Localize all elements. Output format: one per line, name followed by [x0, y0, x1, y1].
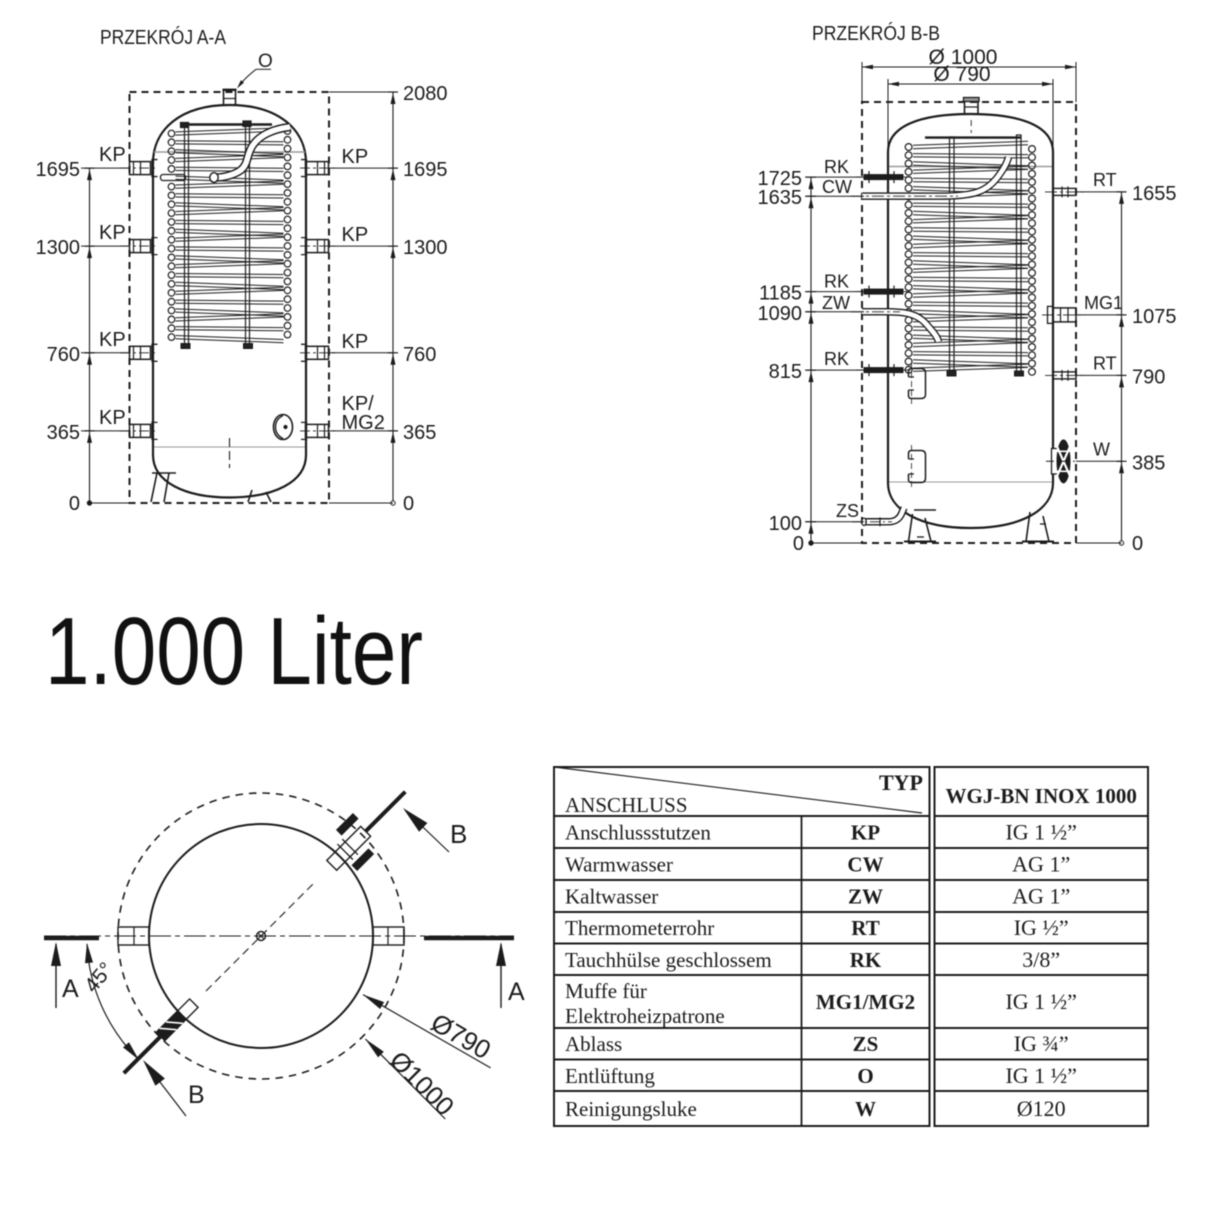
svg-text:AG 1”: AG 1”	[1012, 884, 1070, 909]
svg-text:1695: 1695	[36, 159, 81, 181]
svg-text:MG1: MG1	[1084, 293, 1123, 313]
svg-text:W: W	[855, 1097, 876, 1121]
svg-text:Ø 790: Ø 790	[933, 63, 990, 86]
svg-text:O: O	[857, 1064, 873, 1088]
svg-text:RK: RK	[824, 272, 849, 292]
svg-text:Thermometerrohr: Thermometerrohr	[565, 916, 714, 940]
svg-text:MG2: MG2	[342, 412, 385, 434]
svg-text:KP: KP	[342, 331, 369, 353]
svg-text:2080: 2080	[403, 83, 448, 105]
svg-text:RT: RT	[851, 916, 879, 940]
svg-text:1.000 Liter: 1.000 Liter	[45, 598, 423, 705]
svg-text:ZW: ZW	[848, 885, 883, 909]
svg-text:Muffe für: Muffe für	[565, 979, 647, 1003]
svg-text:KP: KP	[851, 821, 880, 845]
svg-text:815: 815	[769, 361, 802, 383]
svg-text:0: 0	[793, 533, 804, 555]
svg-text:RT: RT	[1093, 170, 1117, 190]
svg-text:RK: RK	[850, 948, 882, 972]
svg-text:KP: KP	[99, 407, 126, 429]
svg-text:1300: 1300	[36, 237, 81, 259]
svg-text:KP/: KP/	[342, 393, 375, 415]
svg-text:760: 760	[47, 344, 80, 366]
svg-text:CW: CW	[822, 177, 852, 197]
svg-text:AG 1”: AG 1”	[1012, 852, 1070, 877]
svg-text:TYP: TYP	[879, 770, 923, 795]
svg-text:Ø 1000: Ø 1000	[929, 46, 998, 69]
svg-text:MG1/MG2: MG1/MG2	[816, 990, 915, 1014]
svg-text:365: 365	[403, 422, 436, 444]
svg-text:1185: 1185	[759, 283, 802, 305]
svg-text:Warmwasser: Warmwasser	[565, 853, 673, 877]
svg-text:ZS: ZS	[853, 1032, 879, 1056]
svg-text:Kaltwasser: Kaltwasser	[565, 885, 658, 909]
svg-text:RT: RT	[1093, 353, 1117, 373]
svg-text:A: A	[508, 978, 525, 1006]
svg-text:KP: KP	[99, 222, 126, 244]
svg-text:1695: 1695	[403, 159, 448, 181]
svg-text:Ablass: Ablass	[565, 1032, 622, 1056]
svg-text:790: 790	[1132, 366, 1165, 388]
svg-text:385: 385	[1132, 452, 1165, 474]
svg-text:365: 365	[47, 422, 80, 444]
svg-text:W: W	[1093, 439, 1110, 459]
svg-text:WGJ-BN INOX 1000: WGJ-BN INOX 1000	[946, 784, 1137, 808]
svg-text:Anschlussstutzen: Anschlussstutzen	[565, 821, 711, 845]
svg-text:PRZEKRÓJ B-B: PRZEKRÓJ B-B	[812, 22, 940, 45]
svg-text:Reinigungsluke: Reinigungsluke	[565, 1097, 697, 1121]
svg-text:ANSCHLUSS: ANSCHLUSS	[565, 793, 688, 817]
svg-text:IG 1 ½”: IG 1 ½”	[1005, 989, 1076, 1014]
svg-text:1075: 1075	[1132, 306, 1177, 328]
svg-text:KP: KP	[99, 329, 126, 351]
svg-text:IG 1 ½”: IG 1 ½”	[1005, 820, 1076, 845]
svg-text:B: B	[450, 819, 467, 849]
svg-text:1300: 1300	[403, 237, 448, 259]
svg-text:1655: 1655	[1132, 183, 1177, 205]
svg-text:IG ¾”: IG ¾”	[1014, 1031, 1069, 1056]
svg-text:CW: CW	[847, 853, 883, 877]
svg-text:O: O	[258, 51, 273, 72]
svg-text:Entlüftung: Entlüftung	[565, 1064, 655, 1088]
svg-text:PRZEKRÓJ A-A: PRZEKRÓJ A-A	[100, 26, 226, 49]
svg-text:3/8”: 3/8”	[1022, 947, 1060, 972]
svg-text:760: 760	[403, 344, 436, 366]
svg-text:0: 0	[403, 493, 414, 515]
svg-text:1635: 1635	[758, 187, 803, 209]
svg-text:Ø120: Ø120	[1017, 1096, 1066, 1121]
svg-text:1725: 1725	[758, 168, 803, 190]
svg-text:IG 1 ½”: IG 1 ½”	[1005, 1063, 1076, 1088]
svg-text:RK: RK	[824, 349, 849, 369]
svg-text:ZS: ZS	[836, 501, 859, 521]
svg-text:Elektroheizpatrone: Elektroheizpatrone	[565, 1004, 725, 1028]
svg-text:KP: KP	[342, 146, 369, 168]
svg-text:0: 0	[69, 493, 80, 515]
svg-text:100: 100	[769, 513, 802, 535]
svg-text:B: B	[188, 1081, 205, 1109]
svg-text:ZW: ZW	[822, 293, 850, 313]
svg-text:KP: KP	[99, 144, 126, 166]
svg-text:IG ½”: IG ½”	[1014, 915, 1069, 940]
svg-text:KP: KP	[342, 224, 369, 246]
svg-text:RK: RK	[824, 157, 849, 177]
svg-text:Tauchhülse geschlossem: Tauchhülse geschlossem	[565, 948, 772, 972]
svg-text:A: A	[62, 975, 79, 1003]
svg-text:0: 0	[1132, 533, 1143, 555]
svg-text:1090: 1090	[758, 303, 803, 325]
